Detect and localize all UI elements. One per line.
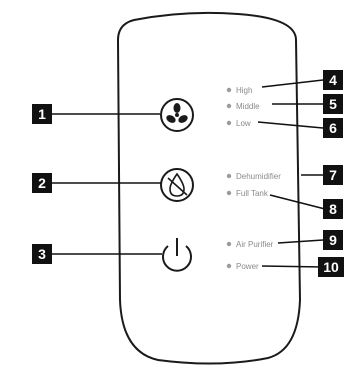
label-dehumidifier: Dehumidifier xyxy=(236,172,281,181)
leader-9 xyxy=(277,239,324,244)
leader-10 xyxy=(261,265,324,268)
callout-1: 1 xyxy=(38,106,46,122)
label-middle: Middle xyxy=(236,102,260,111)
callout-2: 2 xyxy=(38,175,46,191)
led-full-tank xyxy=(226,190,232,196)
label-air-purifier: Air Purifier xyxy=(236,240,274,249)
power-button[interactable] xyxy=(162,238,192,272)
leader-8 xyxy=(269,194,326,210)
callout-7: 7 xyxy=(329,167,337,183)
label-low: Low xyxy=(236,119,251,128)
callout-6: 6 xyxy=(329,120,337,136)
label-high: High xyxy=(236,86,252,95)
callout-box-2 xyxy=(32,173,52,193)
callout-4: 4 xyxy=(329,72,337,88)
fan-icon xyxy=(166,103,188,123)
leader-4 xyxy=(261,79,324,88)
water-drop-off-icon xyxy=(167,172,188,197)
led-power xyxy=(226,263,232,269)
callout-box-7 xyxy=(323,165,343,185)
callout-box-5 xyxy=(323,94,343,114)
led-air-purifier xyxy=(226,241,232,247)
leader-6 xyxy=(257,121,324,129)
callout-box-3 xyxy=(32,244,52,264)
power-icon xyxy=(162,245,192,272)
callout-3: 3 xyxy=(38,246,46,262)
led-low xyxy=(226,120,232,126)
fan-speed-button[interactable] xyxy=(160,98,194,132)
callout-9: 9 xyxy=(329,232,337,248)
callout-8: 8 xyxy=(329,201,337,217)
dehumidifier-button[interactable] xyxy=(160,168,194,202)
callout-10: 10 xyxy=(323,259,339,275)
callout-5: 5 xyxy=(329,96,337,112)
label-full-tank: Full Tank xyxy=(236,189,269,198)
remote-body xyxy=(116,11,302,365)
led-middle xyxy=(226,103,232,109)
callout-box-10 xyxy=(318,257,344,277)
led-high xyxy=(226,87,232,93)
callout-box-4 xyxy=(323,70,343,90)
callout-box-1 xyxy=(32,104,52,124)
callout-box-6 xyxy=(323,118,343,138)
callout-box-9 xyxy=(323,230,343,250)
led-dehumidifier xyxy=(226,173,232,179)
callout-box-8 xyxy=(323,199,343,219)
label-power: Power xyxy=(236,262,259,271)
